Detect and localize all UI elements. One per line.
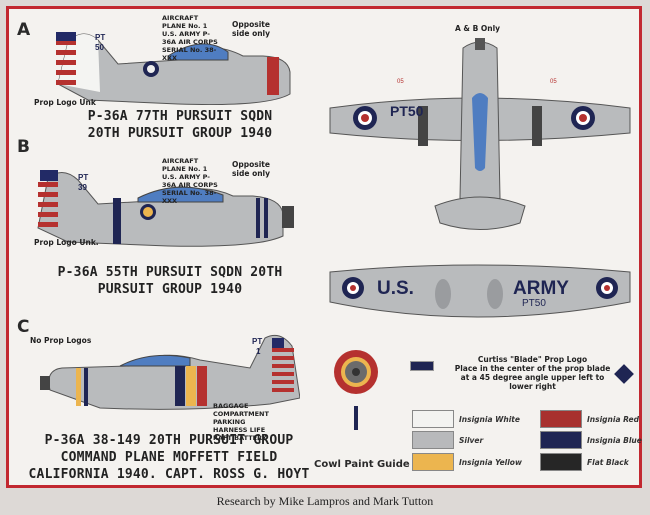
lower-wing-code: PT50 [522,298,546,309]
swatch-insignia-white: Insignia White [412,410,520,428]
profile-a-tail-num: 50 [95,43,104,52]
profile-c-letter: C [17,317,30,337]
plan-view-note: A & B Only [455,24,501,33]
profile-b-tail-num: 39 [78,183,87,192]
prop-logo-text: Place in the center of the prop blade at… [454,364,611,391]
caption-line: P-36A 55TH PURSUIT SQDN 20TH [57,265,283,280]
swatch-label: Insignia White [459,414,520,424]
profile-c-placard: BAGGAGE COMPARTMENT PARKING HARNESS LIFE… [213,402,269,442]
swatch-insignia-yellow: Insignia Yellow [412,453,522,471]
caption-line: P-36A 38-149 20TH PURSUIT GROUP [44,433,294,448]
gun-label-left: 05 [397,79,404,85]
profile-b-prop-note: Prop Logo Unk. [34,238,99,247]
swatch-label: Insignia Yellow [459,457,522,467]
plan-view-upper: 05 05 PT50 [329,38,631,230]
tail-stripes [38,170,58,227]
profile-a-placard: AIRCRAFT PLANE No. 1 U.S. ARMY P-36A AIR… [162,14,218,62]
prop-logo-decal-left [410,361,434,371]
profile-a-aircraft: PT 50 [56,32,291,106]
upper-wing-code: PT50 [390,103,424,119]
swatch-label: Flat Black [587,457,629,467]
lower-wing-right-text: ARMY [513,278,569,299]
cowl-paint-graphic [334,350,378,430]
swatch-color [540,410,582,428]
profile-b-caption: P-36A 55TH PURSUIT SQDN 20TH PURSUIT GRO… [40,264,300,298]
swatch-insignia-red: Insignia Red [540,410,639,428]
swatch-insignia-blue: Insignia Blue [540,431,642,449]
profile-a-side-note: Opposite side only [231,20,271,38]
profile-a-caption: P-36A 77TH PURSUIT SQDN 20TH PURSUIT GRO… [50,108,310,142]
prop-logo-title: Curtiss "Blade" Prop Logo [477,355,588,364]
caption-line: CALIFORNIA 1940. CAPT. ROSS G. HOYT [28,467,310,482]
swatch-color [412,431,454,449]
caption-line: 20TH PURSUIT GROUP 1940 [87,126,273,141]
profile-b-side-note: Opposite side only [231,160,271,178]
swatch-color [540,431,582,449]
profile-b-placard: AIRCRAFT PLANE No. 1 U.S. ARMY P-36A AIR… [162,157,218,205]
profile-c-aircraft: PT 1 [40,334,300,410]
profile-a-prop-note: Prop Logo Unk [34,98,96,107]
profile-b-tail-code: PT [78,173,88,182]
profile-b-aircraft: PT 39 [37,170,294,247]
plan-view-lower: U.S. ARMY PT50 [329,264,631,318]
swatch-label: Insignia Red [587,414,639,424]
swatch-color [540,453,582,471]
profile-a-letter: A [17,20,31,40]
profile-b-letter: B [17,137,30,157]
profile-c-caption: P-36A 38-149 20TH PURSUIT GROUP COMMAND … [14,432,324,483]
caption-line: P-36A 77TH PURSUIT SQDN [87,109,273,124]
lower-wing-left-text: U.S. [377,278,414,299]
caption-line: COMMAND PLANE MOFFETT FIELD [60,450,278,465]
swatch-flat-black: Flat Black [540,453,629,471]
swatch-color [412,453,454,471]
swatch-label: Insignia Blue [587,435,642,445]
prop-logo-note: Curtiss "Blade" Prop Logo Place in the c… [450,355,615,391]
tail-stripes [272,338,294,392]
cowl-guide-label: Cowl Paint Guide [314,459,410,470]
profile-c-tail-num: 1 [256,347,261,356]
caption-line: PURSUIT GROUP 1940 [97,282,243,297]
swatch-color [412,410,454,428]
swatch-label: Silver [459,435,484,445]
profile-c-tail-code: PT [252,337,262,346]
swatch-silver: Silver [412,431,483,449]
gun-label-right: 05 [550,79,557,85]
tail-stripes [56,32,76,85]
profile-a-tail-code: PT [95,33,105,42]
profile-c-prop-note: No Prop Logos [30,336,92,345]
research-credit: Research by Mike Lampros and Mark Tutton [216,494,434,508]
